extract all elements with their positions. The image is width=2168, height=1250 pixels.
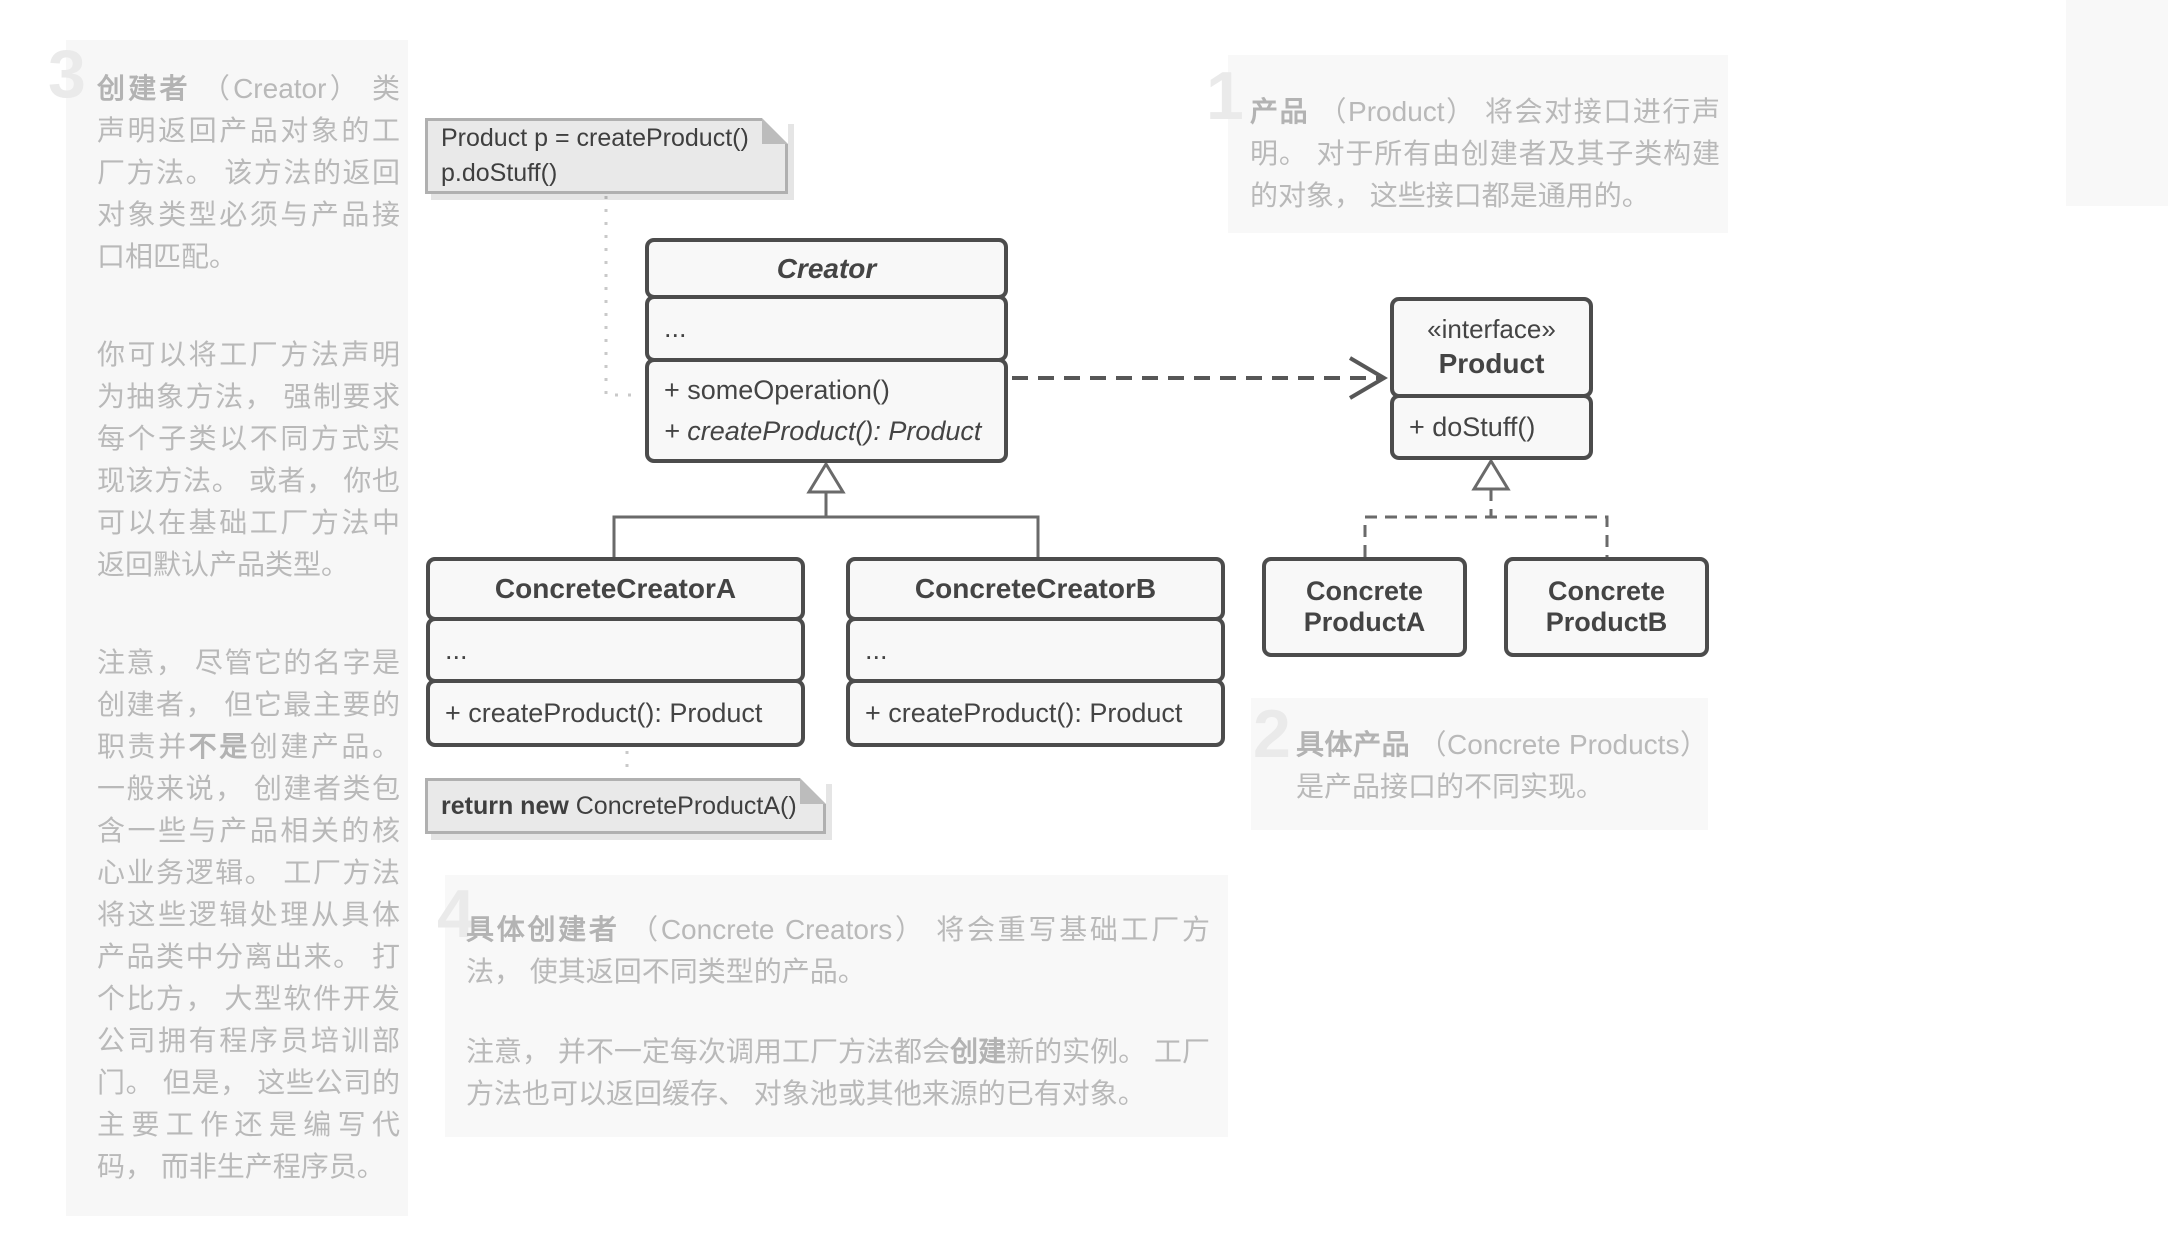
class-concrete-creator-b-fields: ...: [846, 617, 1225, 683]
annotation-text-2: 具体产品 （Concrete Products） 是产品接口的不同实现。: [1296, 724, 1708, 808]
annotation-number-4: 4: [437, 876, 475, 952]
method-create-product-abstract: + createProduct(): Product: [664, 415, 982, 446]
page-edge-panel: [2066, 0, 2168, 206]
class-creator-methods: + someOperation() + createProduct(): Pro…: [645, 358, 1008, 463]
class-concrete-creator-a: ConcreteCreatorA ... + createProduct(): …: [426, 557, 805, 747]
inheritance-connector: [612, 492, 1040, 557]
name-line: Concrete: [1547, 576, 1666, 606]
annotation-number-3: 3: [48, 36, 86, 112]
folded-corner-icon: [762, 118, 788, 144]
annotation-paragraph: 具体创建者 （Concrete Creators） 将会重写基础工厂方法， 使其…: [466, 909, 1210, 993]
annotation-text-3: 创建者 （Creator） 类声明返回产品对象的工厂方法。 该方法的返回对象类型…: [97, 68, 400, 1188]
annotation-panel-2: [1251, 698, 1708, 830]
annotation-panel-1: [1228, 55, 1728, 233]
annotation-run: 注意， 并不一定每次调用工厂方法都会: [466, 1036, 951, 1067]
realization-triangle-icon: [1471, 458, 1511, 491]
annotation-run: 创建产品。 一般来说， 创建者类包含一些与产品相关的核心业务逻辑。 工厂方法将这…: [97, 731, 400, 1182]
interface-product-name: «interface» Product: [1390, 297, 1593, 398]
note-connector-client-code: [604, 196, 641, 397]
annotation-bold-run: 不是: [188, 731, 250, 762]
name-line: Concrete: [1305, 576, 1424, 606]
annotation-run: 你可以将工厂方法声明为抽象方法， 强制要求每个子类以不同方式实现该方法。 或者，…: [97, 339, 400, 580]
annotation-run: 注意， 尽管它的名字是创建者， 但它最主要的职责并: [97, 647, 400, 762]
folded-corner-icon: [800, 778, 826, 804]
annotation-run: （Creator） 类声明返回产品对象的工厂方法。 该方法的返回对象类型必须与产…: [97, 73, 400, 272]
realization-connector: [1363, 489, 1609, 557]
name-line: ProductA: [1303, 607, 1426, 637]
class-concrete-product-a: Concrete ProductA: [1262, 557, 1467, 657]
note-return-new: return new ConcreteProductA(): [425, 778, 826, 834]
name-line: ProductB: [1545, 607, 1668, 637]
annotation-panel-4: [445, 875, 1228, 1137]
annotation-paragraph: 具体产品 （Concrete Products） 是产品接口的不同实现。: [1296, 724, 1708, 808]
annotation-paragraph: 注意， 并不一定每次调用工厂方法都会创建新的实例。 工厂方法也可以返回缓存、 对…: [466, 1031, 1210, 1115]
term-creator: 创建者: [97, 73, 191, 104]
note-client-code-line2: p.doStuff(): [441, 159, 558, 187]
class-concrete-creator-a-name: ConcreteCreatorA: [426, 557, 805, 621]
interface-product: «interface» Product + doStuff(): [1390, 297, 1593, 460]
interface-stereotype: «interface»: [1427, 314, 1556, 344]
annotation-run: （Concrete Products） 是产品接口的不同实现。: [1296, 729, 1708, 802]
annotation-run: （Product） 将会对接口进行声明。 对于所有由创建者及其子类构建的对象， …: [1250, 96, 1720, 211]
class-concrete-creator-a-fields: ...: [426, 617, 805, 683]
note-bold-run: return new: [441, 791, 569, 820]
note-client-code: Product p = createProduct() p.doStuff(): [425, 118, 788, 194]
method-some-operation: + someOperation(): [664, 374, 890, 405]
dependency-arrowhead: [1348, 356, 1388, 400]
annotation-bold-run: 创建: [950, 1036, 1007, 1067]
interface-name: Product: [1438, 348, 1545, 379]
class-concrete-creator-b-name: ConcreteCreatorB: [846, 557, 1225, 621]
annotation-text-1: 产品 （Product） 将会对接口进行声明。 对于所有由创建者及其子类构建的对…: [1250, 91, 1720, 217]
term-concrete-products: 具体产品: [1296, 729, 1411, 760]
note-run: ConcreteProductA(): [568, 791, 797, 820]
interface-product-methods: + doStuff(): [1390, 394, 1593, 460]
inheritance-triangle-icon: [806, 461, 846, 494]
class-creator: Creator ... + someOperation() + createPr…: [645, 238, 1008, 463]
class-concrete-product-b-name: Concrete ProductB: [1504, 557, 1709, 657]
term-product: 产品: [1250, 96, 1310, 127]
annotation-run: （Concrete Creators） 将会重写基础工厂方法， 使其返回不同类型…: [466, 914, 1210, 987]
class-concrete-creator-b: ConcreteCreatorB ... + createProduct(): …: [846, 557, 1225, 747]
class-concrete-creator-a-methods: + createProduct(): Product: [426, 679, 805, 747]
annotation-paragraph: 注意， 尽管它的名字是创建者， 但它最主要的职责并不是创建产品。 一般来说， 创…: [97, 642, 400, 1188]
class-concrete-product-b: Concrete ProductB: [1504, 557, 1709, 657]
annotation-run: 新的实例。 工厂方法也可以返回缓存、 对象池或其他来源的已有对象。: [466, 1036, 1210, 1109]
annotation-text-4: 具体创建者 （Concrete Creators） 将会重写基础工厂方法， 使其…: [466, 909, 1210, 1115]
annotation-panel-3: [66, 40, 408, 1216]
annotation-paragraph: 创建者 （Creator） 类声明返回产品对象的工厂方法。 该方法的返回对象类型…: [97, 68, 400, 278]
class-concrete-creator-b-methods: + createProduct(): Product: [846, 679, 1225, 747]
class-creator-name: Creator: [645, 238, 1008, 299]
note-client-code-line1: Product p = createProduct(): [441, 124, 749, 152]
note-return-new-text: return new ConcreteProductA(): [428, 789, 823, 824]
annotation-paragraph: 产品 （Product） 将会对接口进行声明。 对于所有由创建者及其子类构建的对…: [1250, 91, 1720, 217]
class-creator-fields: ...: [645, 295, 1008, 362]
annotation-number-2: 2: [1253, 696, 1291, 772]
term-concrete-creators: 具体创建者: [466, 914, 620, 945]
class-concrete-product-a-name: Concrete ProductA: [1262, 557, 1467, 657]
annotation-paragraph: 你可以将工厂方法声明为抽象方法， 强制要求每个子类以不同方式实现该方法。 或者，…: [97, 334, 400, 586]
annotation-number-1: 1: [1206, 58, 1244, 134]
